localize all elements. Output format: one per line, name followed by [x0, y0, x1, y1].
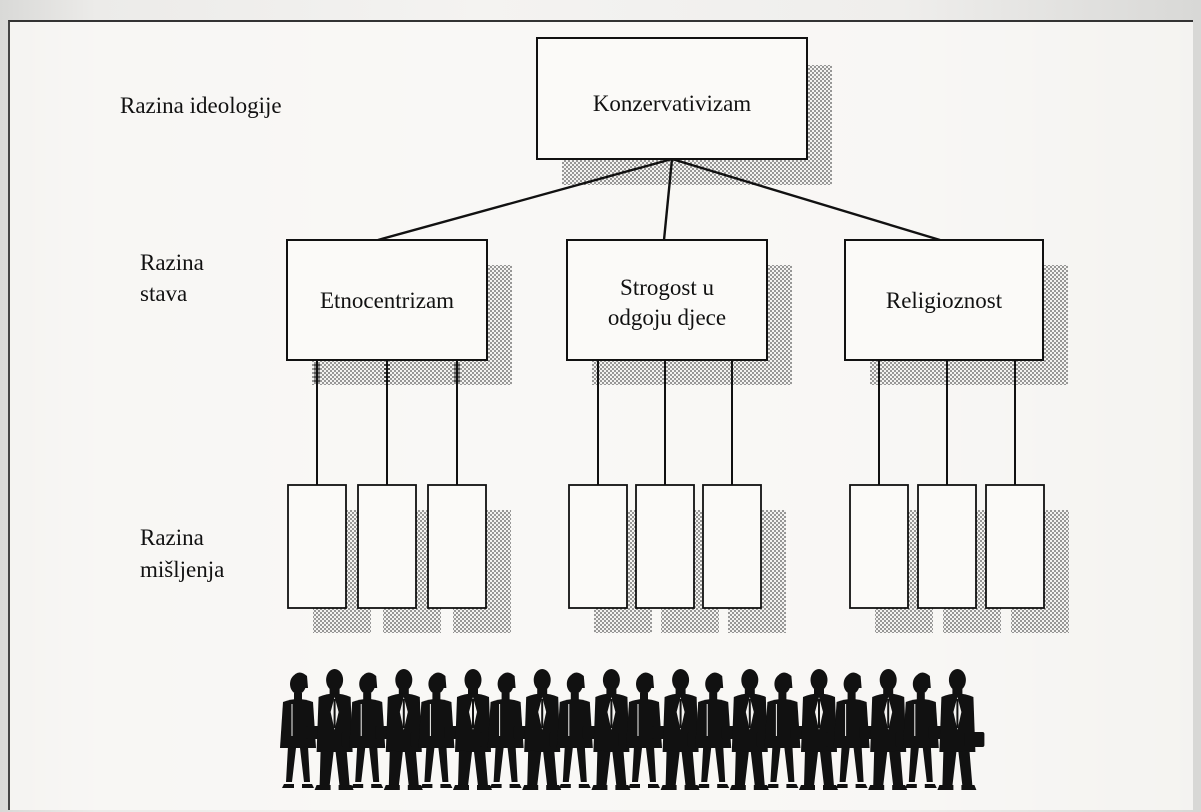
- attitude-layer: Etnocentrizam Strogost u odgoju djece Relig…: [286, 239, 1069, 633]
- attitude-label-line1: Strogost u: [620, 275, 714, 300]
- person-woman-icon: [349, 672, 392, 788]
- person-man-icon: [799, 669, 846, 790]
- opinion-box: [287, 484, 347, 609]
- person-man-icon: [314, 669, 362, 790]
- attitude-label: Etnocentrizam: [320, 288, 454, 313]
- person-woman-icon: [487, 672, 530, 788]
- person-woman-icon: [626, 672, 668, 788]
- opinion-box: [849, 484, 909, 609]
- attitude-label-line2: odgoju djece: [608, 305, 726, 330]
- person-man-icon: [383, 669, 431, 790]
- level-label-opinions-line1: Razina: [140, 525, 204, 550]
- level-label-attitudes-line2: stava: [140, 281, 187, 306]
- opinion-box: [917, 484, 977, 609]
- attitude-node-box: [844, 239, 1044, 361]
- person-man-icon: [453, 669, 500, 790]
- opinion-box: [427, 484, 487, 609]
- level-label-ideology: Razina ideologije: [120, 93, 282, 118]
- opinion-box: [635, 484, 695, 609]
- attitude-label: Religioznost: [886, 288, 1003, 313]
- person-woman-icon: [556, 672, 599, 788]
- attitude-node-3: Religioznost: [844, 239, 1069, 633]
- person-woman-icon: [833, 672, 876, 788]
- person-woman-icon: [764, 672, 807, 788]
- person-woman-icon: [902, 672, 945, 788]
- person-woman-icon: [695, 672, 738, 788]
- person-woman-icon: [280, 672, 322, 788]
- attitude-node-1: Etnocentrizam: [286, 239, 512, 633]
- opinion-box: [357, 484, 417, 609]
- opinion-box: [568, 484, 628, 609]
- ideology-node-label: Konzervativizam: [593, 91, 751, 116]
- people-row: [280, 669, 985, 790]
- attitude-node-box: [286, 239, 488, 361]
- opinion-box: [702, 484, 762, 609]
- opinion-box: [985, 484, 1045, 609]
- person-man-icon: [729, 669, 777, 790]
- person-woman-icon: [418, 672, 461, 788]
- level-label-opinions-line2: mišljenja: [140, 557, 224, 582]
- ideology-node: Konzervativizam: [377, 37, 941, 242]
- attitude-node-2: Strogost u odgoju djece: [566, 239, 792, 633]
- attitude-node-box: [566, 239, 768, 361]
- level-label-attitudes-line1: Razina: [140, 250, 204, 275]
- person-man-icon: [937, 669, 985, 790]
